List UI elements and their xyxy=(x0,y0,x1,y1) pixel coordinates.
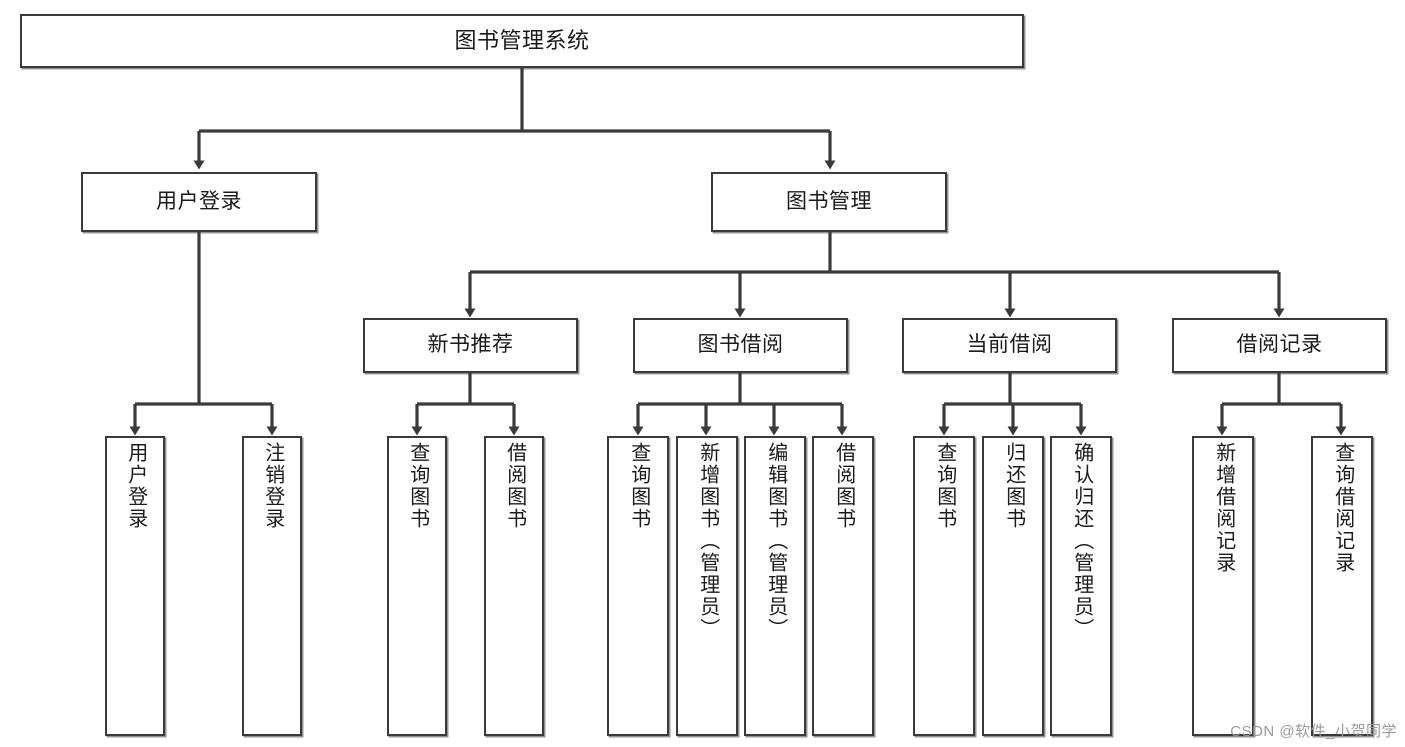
leaf-borrow-book[interactable]: 借阅图书 xyxy=(812,436,874,736)
node-book-management-system[interactable]: 图书管理系统 xyxy=(20,14,1024,68)
leaf-query-book-new[interactable]: 查询图书 xyxy=(387,436,447,736)
leaf-user-login[interactable]: 用户登录 xyxy=(105,436,165,736)
node-label: 查询借阅记录 xyxy=(1331,442,1354,574)
node-label: 借阅记录 xyxy=(1236,333,1323,357)
leaf-add-borrow-record[interactable]: 新增借阅记录 xyxy=(1192,436,1254,736)
node-current-borrow[interactable]: 当前借阅 xyxy=(902,318,1117,373)
leaf-logout-login[interactable]: 注销登录 xyxy=(242,436,302,736)
node-label: 归还图书 xyxy=(1002,442,1025,530)
node-label: 查询图书 xyxy=(627,442,650,530)
node-label: 查询图书 xyxy=(933,442,956,530)
node-label: 当前借阅 xyxy=(966,333,1053,357)
node-label: 新增借阅记录 xyxy=(1212,442,1235,574)
node-label: 新增图书（管理员） xyxy=(696,442,719,640)
node-label: 查询图书 xyxy=(406,442,429,530)
leaf-edit-book[interactable]: 编辑图书（管理员） xyxy=(744,436,806,736)
leaf-query-borrow-record[interactable]: 查询借阅记录 xyxy=(1311,436,1373,736)
node-label: 确认归还（管理员） xyxy=(1070,442,1093,640)
node-label: 注销登录 xyxy=(261,442,284,530)
node-label: 借阅图书 xyxy=(832,442,855,530)
node-borrow-record[interactable]: 借阅记录 xyxy=(1172,318,1387,373)
node-label: 图书管理 xyxy=(786,189,872,213)
leaf-query-book-current[interactable]: 查询图书 xyxy=(913,436,975,736)
node-book-management[interactable]: 图书管理 xyxy=(711,172,947,232)
node-label: 用户登录 xyxy=(124,442,147,530)
leaf-confirm-return[interactable]: 确认归还（管理员） xyxy=(1050,436,1112,736)
node-label: 新书推荐 xyxy=(427,333,514,357)
node-label: 编辑图书（管理员） xyxy=(764,442,787,640)
node-user-login[interactable]: 用户登录 xyxy=(81,172,317,232)
leaf-query-book-borrow[interactable]: 查询图书 xyxy=(607,436,669,736)
node-label: 图书借阅 xyxy=(697,333,784,357)
node-label: 用户登录 xyxy=(156,189,242,213)
node-book-borrow[interactable]: 图书借阅 xyxy=(633,318,848,373)
node-label: 借阅图书 xyxy=(503,442,526,530)
leaf-return-book[interactable]: 归还图书 xyxy=(982,436,1044,736)
leaf-add-book[interactable]: 新增图书（管理员） xyxy=(676,436,738,736)
node-label: 图书管理系统 xyxy=(454,28,590,54)
node-new-book-recommend[interactable]: 新书推荐 xyxy=(363,318,578,373)
leaf-borrow-book-new[interactable]: 借阅图书 xyxy=(484,436,544,736)
